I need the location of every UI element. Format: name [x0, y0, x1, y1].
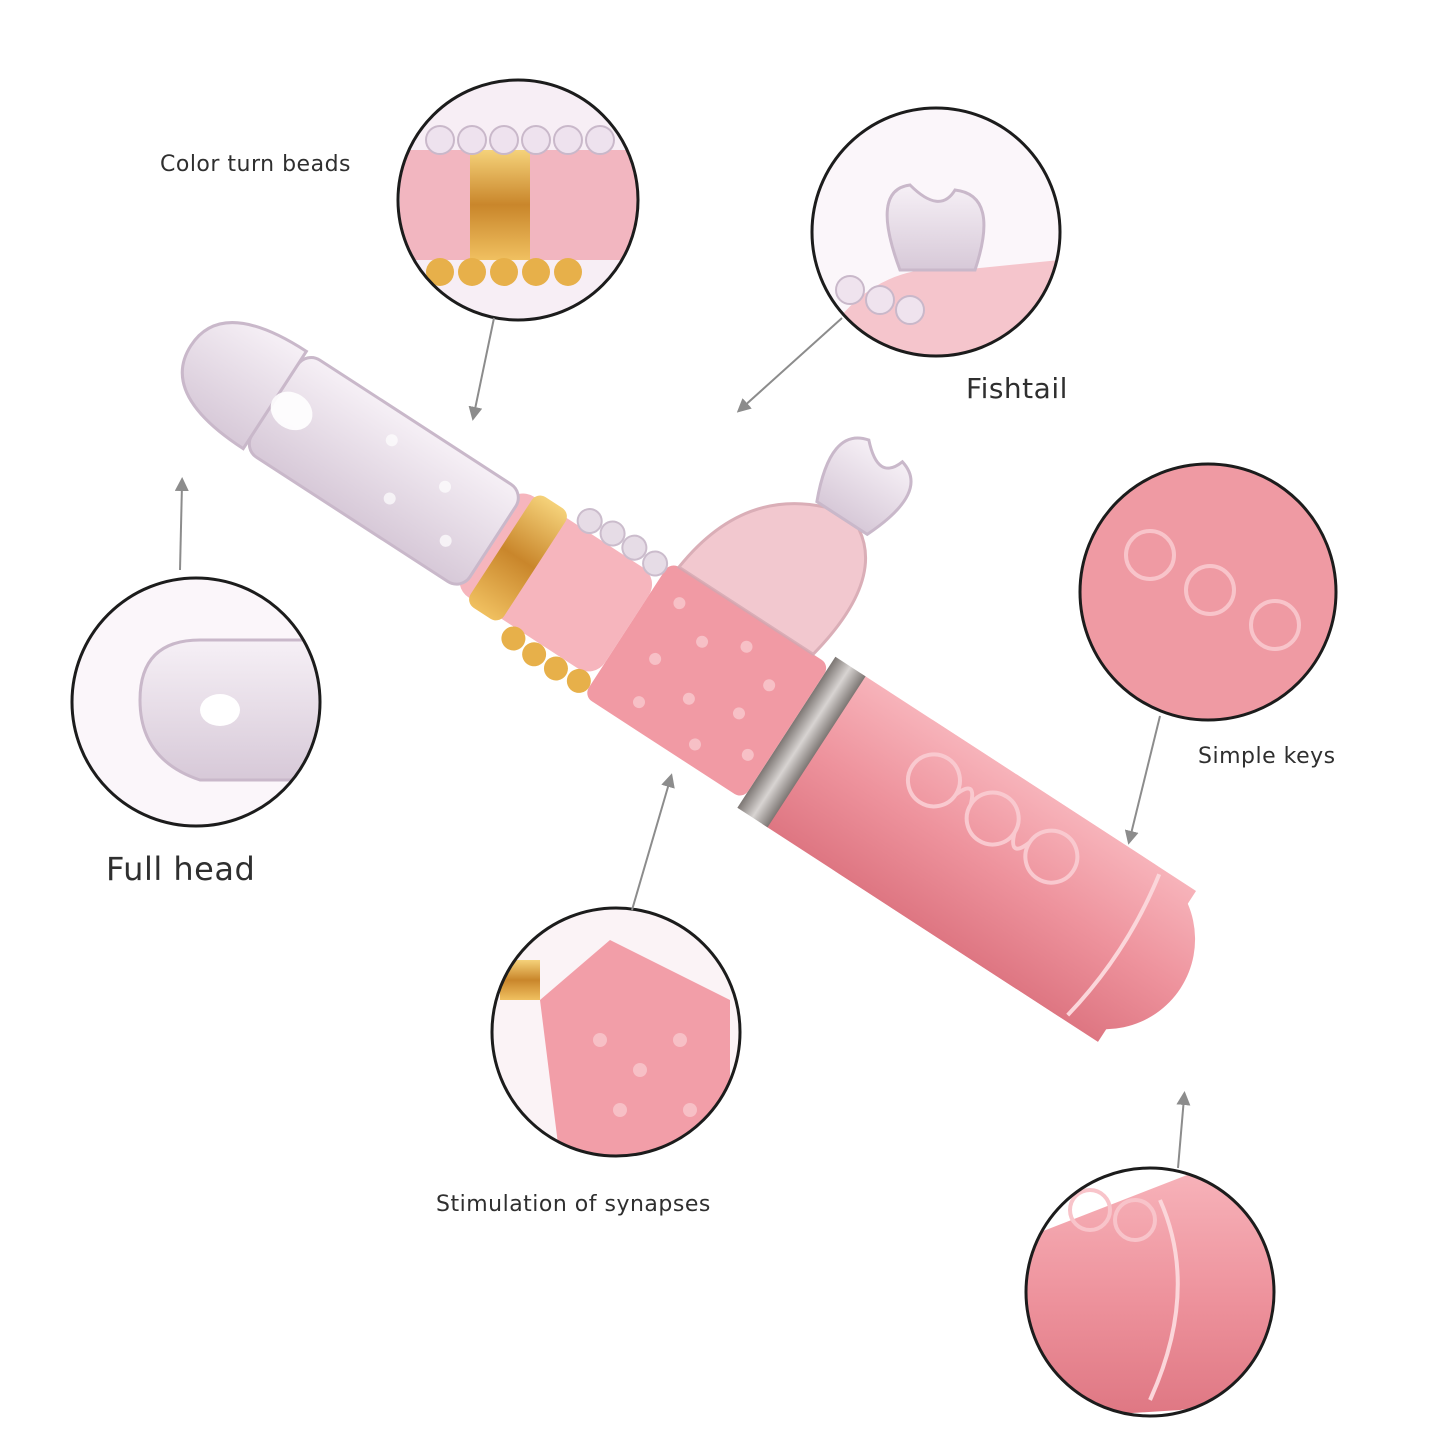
label-stimulation: Stimulation of synapses [436, 1192, 711, 1217]
arrow-head [174, 477, 189, 571]
arrow-fishtail [736, 317, 843, 413]
label-full-head: Full head [106, 850, 256, 888]
textured-sleeve [587, 565, 827, 796]
arrow-keys [1124, 715, 1161, 845]
callout-color-turn-beads [396, 78, 640, 322]
gold-beads [459, 493, 669, 693]
callout-fishtail [810, 106, 1062, 358]
arrow-synapses [631, 773, 675, 911]
main-product [180, 321, 1197, 1042]
pointer-arrows [174, 317, 1191, 1169]
arrow-beads [468, 317, 495, 421]
label-color-turn-beads: Color turn beads [160, 152, 352, 177]
callout-full-head [70, 576, 322, 828]
fishtail-arm [676, 436, 913, 657]
callout-simple-keys [1078, 462, 1338, 722]
clear-shaft [180, 321, 520, 586]
arrow-tip [1176, 1091, 1191, 1169]
control-keys [905, 752, 1080, 885]
label-simple-keys: Simple keys [1198, 744, 1336, 769]
label-fishtail: Fishtail [966, 372, 1068, 405]
metal-ring [737, 656, 866, 828]
callout-stimulation [490, 906, 742, 1158]
callout-tip [1024, 1166, 1276, 1418]
handle [762, 673, 1197, 1042]
